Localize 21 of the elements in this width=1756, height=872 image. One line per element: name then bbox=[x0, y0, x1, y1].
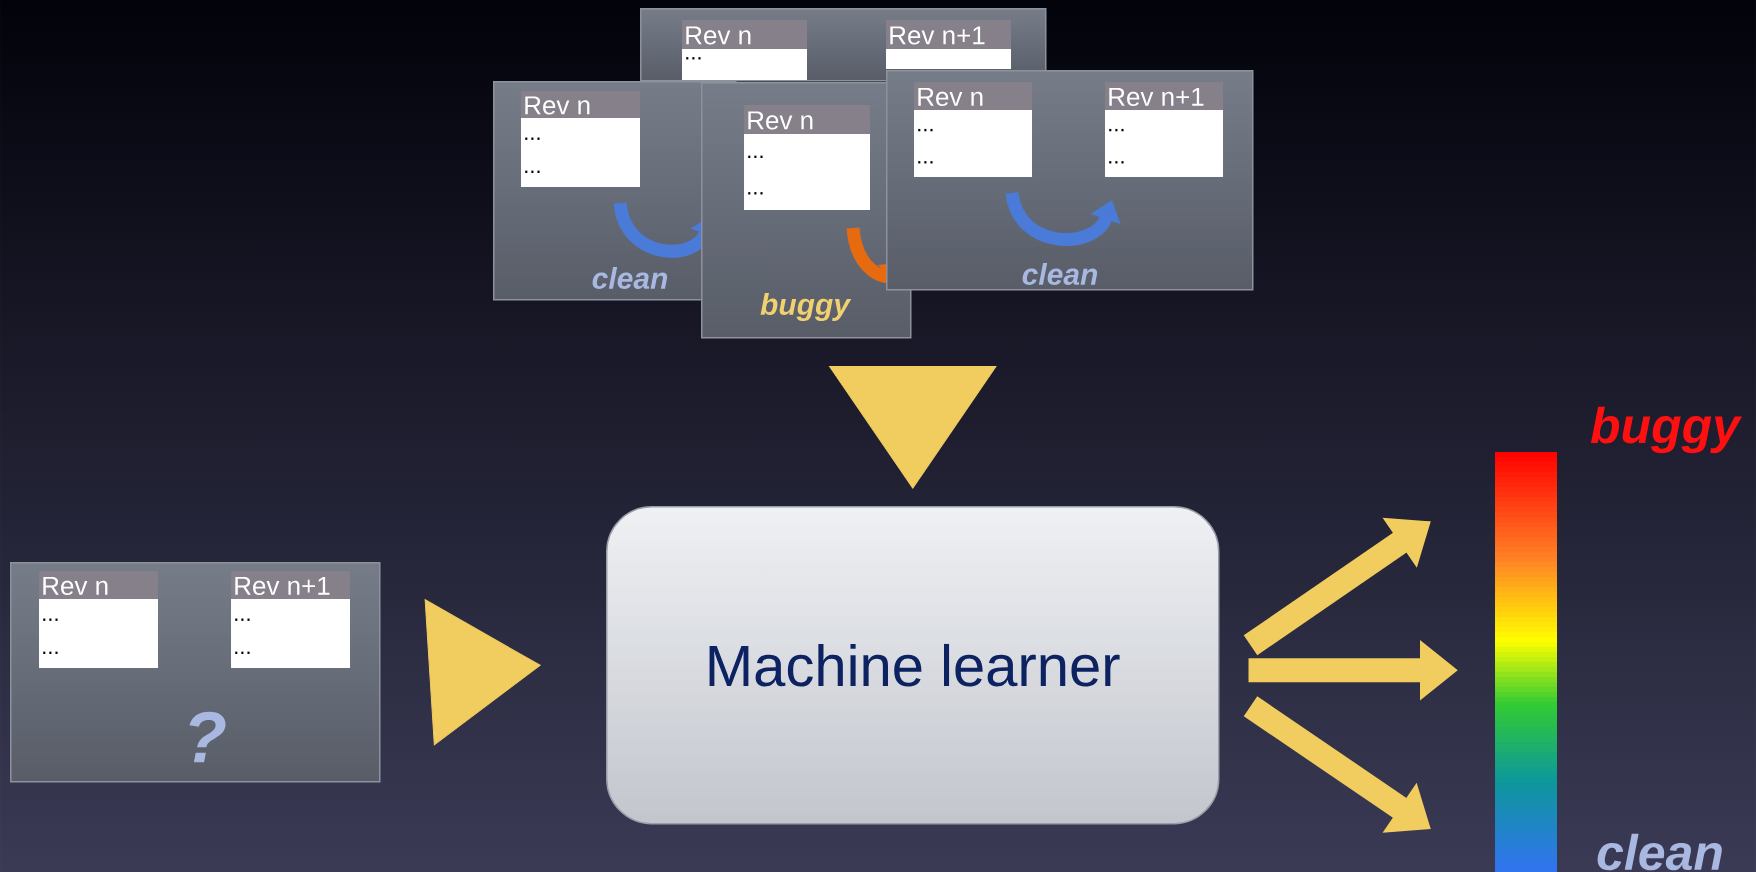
arrow bbox=[829, 365, 997, 489]
revision-table: Rev n ... bbox=[682, 20, 807, 80]
color-scale-bar bbox=[1495, 452, 1557, 872]
node-label: Rev n bbox=[686, 26, 751, 45]
node-label: Rev n bbox=[525, 96, 590, 115]
revision-table: Rev n ... ... bbox=[914, 82, 1032, 177]
arrow bbox=[424, 599, 541, 746]
node-label: Rev n bbox=[918, 87, 983, 107]
revision-table: Rev n+1 ... ... bbox=[231, 571, 350, 668]
node-label: Rev n bbox=[748, 111, 813, 130]
process-box: Machine learner bbox=[606, 506, 1220, 825]
node-label: Rev n+1 bbox=[1109, 87, 1204, 107]
scale-label: buggy bbox=[1590, 406, 1743, 454]
revision-table: Rev n ... ... bbox=[39, 571, 158, 668]
node-label: Rev n bbox=[43, 576, 108, 596]
scale-label: clean bbox=[1597, 833, 1722, 871]
revision-table: Rev n+1 bbox=[886, 20, 1011, 69]
revision-table: Rev n ... ... bbox=[521, 91, 640, 187]
node-label: Rev n+1 bbox=[235, 576, 330, 596]
revision-table: Rev n+1 ... ... bbox=[1105, 82, 1223, 177]
revision-table: Rev n ... ... bbox=[744, 105, 870, 210]
